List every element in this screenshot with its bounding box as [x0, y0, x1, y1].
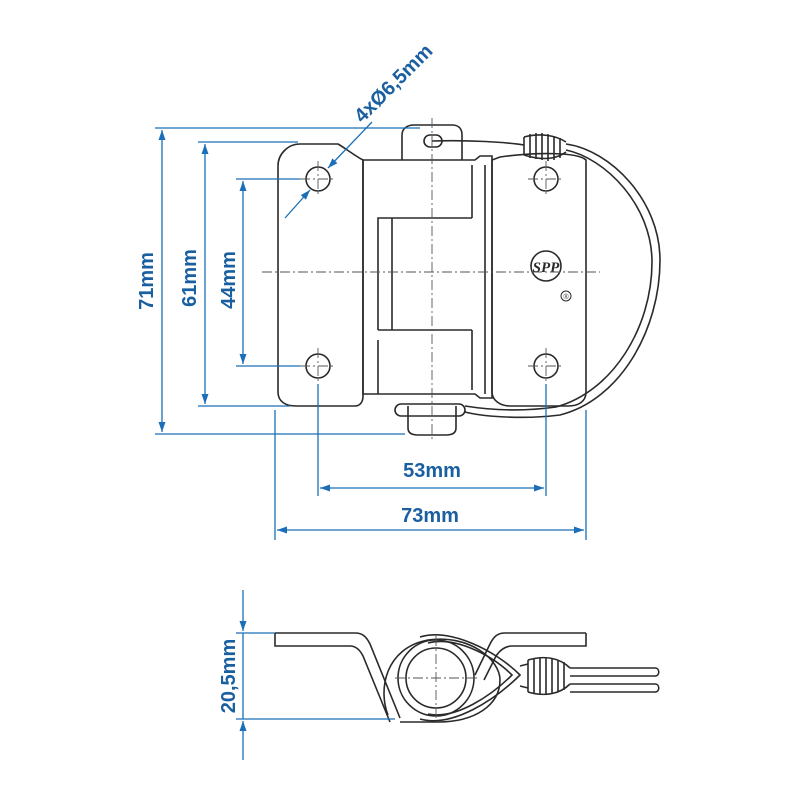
hinge-pin-bottom [407, 406, 457, 436]
dim-hole-diameter: 4xØ6,5mm [350, 40, 437, 127]
dim-hole-spacing-horizontal: 53mm [403, 460, 461, 482]
right-leaf-plate [491, 152, 587, 407]
hinge-knuckle [362, 155, 493, 399]
dim-total-width: 73mm [401, 505, 459, 527]
side-knuckle [383, 638, 501, 723]
retaining-wire [464, 143, 661, 419]
side-wire-loop [419, 634, 522, 722]
brand-logo: SPP ® [530, 250, 572, 302]
spring-coil-top [431, 133, 567, 161]
side-left-flange [274, 632, 401, 723]
hinge-front-view: SPP ® [262, 118, 661, 440]
dim-plate-height: 61mm [179, 249, 201, 307]
hinge-pin-top [401, 124, 463, 160]
side-right-flange [474, 632, 587, 681]
hinge-bracket [377, 217, 472, 331]
dim-thickness: 20,5mm [218, 639, 240, 714]
spring-coil-side [519, 656, 571, 696]
hinge-side-view [274, 632, 660, 723]
dimension-lines-side [236, 590, 395, 760]
registered-mark: ® [563, 293, 569, 301]
dimension-lines-front [155, 121, 587, 540]
dim-total-height: 71mm [136, 252, 158, 310]
left-leaf-plate [277, 143, 364, 407]
logo-text: SPP [533, 260, 561, 276]
dim-hole-spacing-vertical: 44mm [218, 251, 240, 309]
side-wire-tail [570, 667, 660, 693]
